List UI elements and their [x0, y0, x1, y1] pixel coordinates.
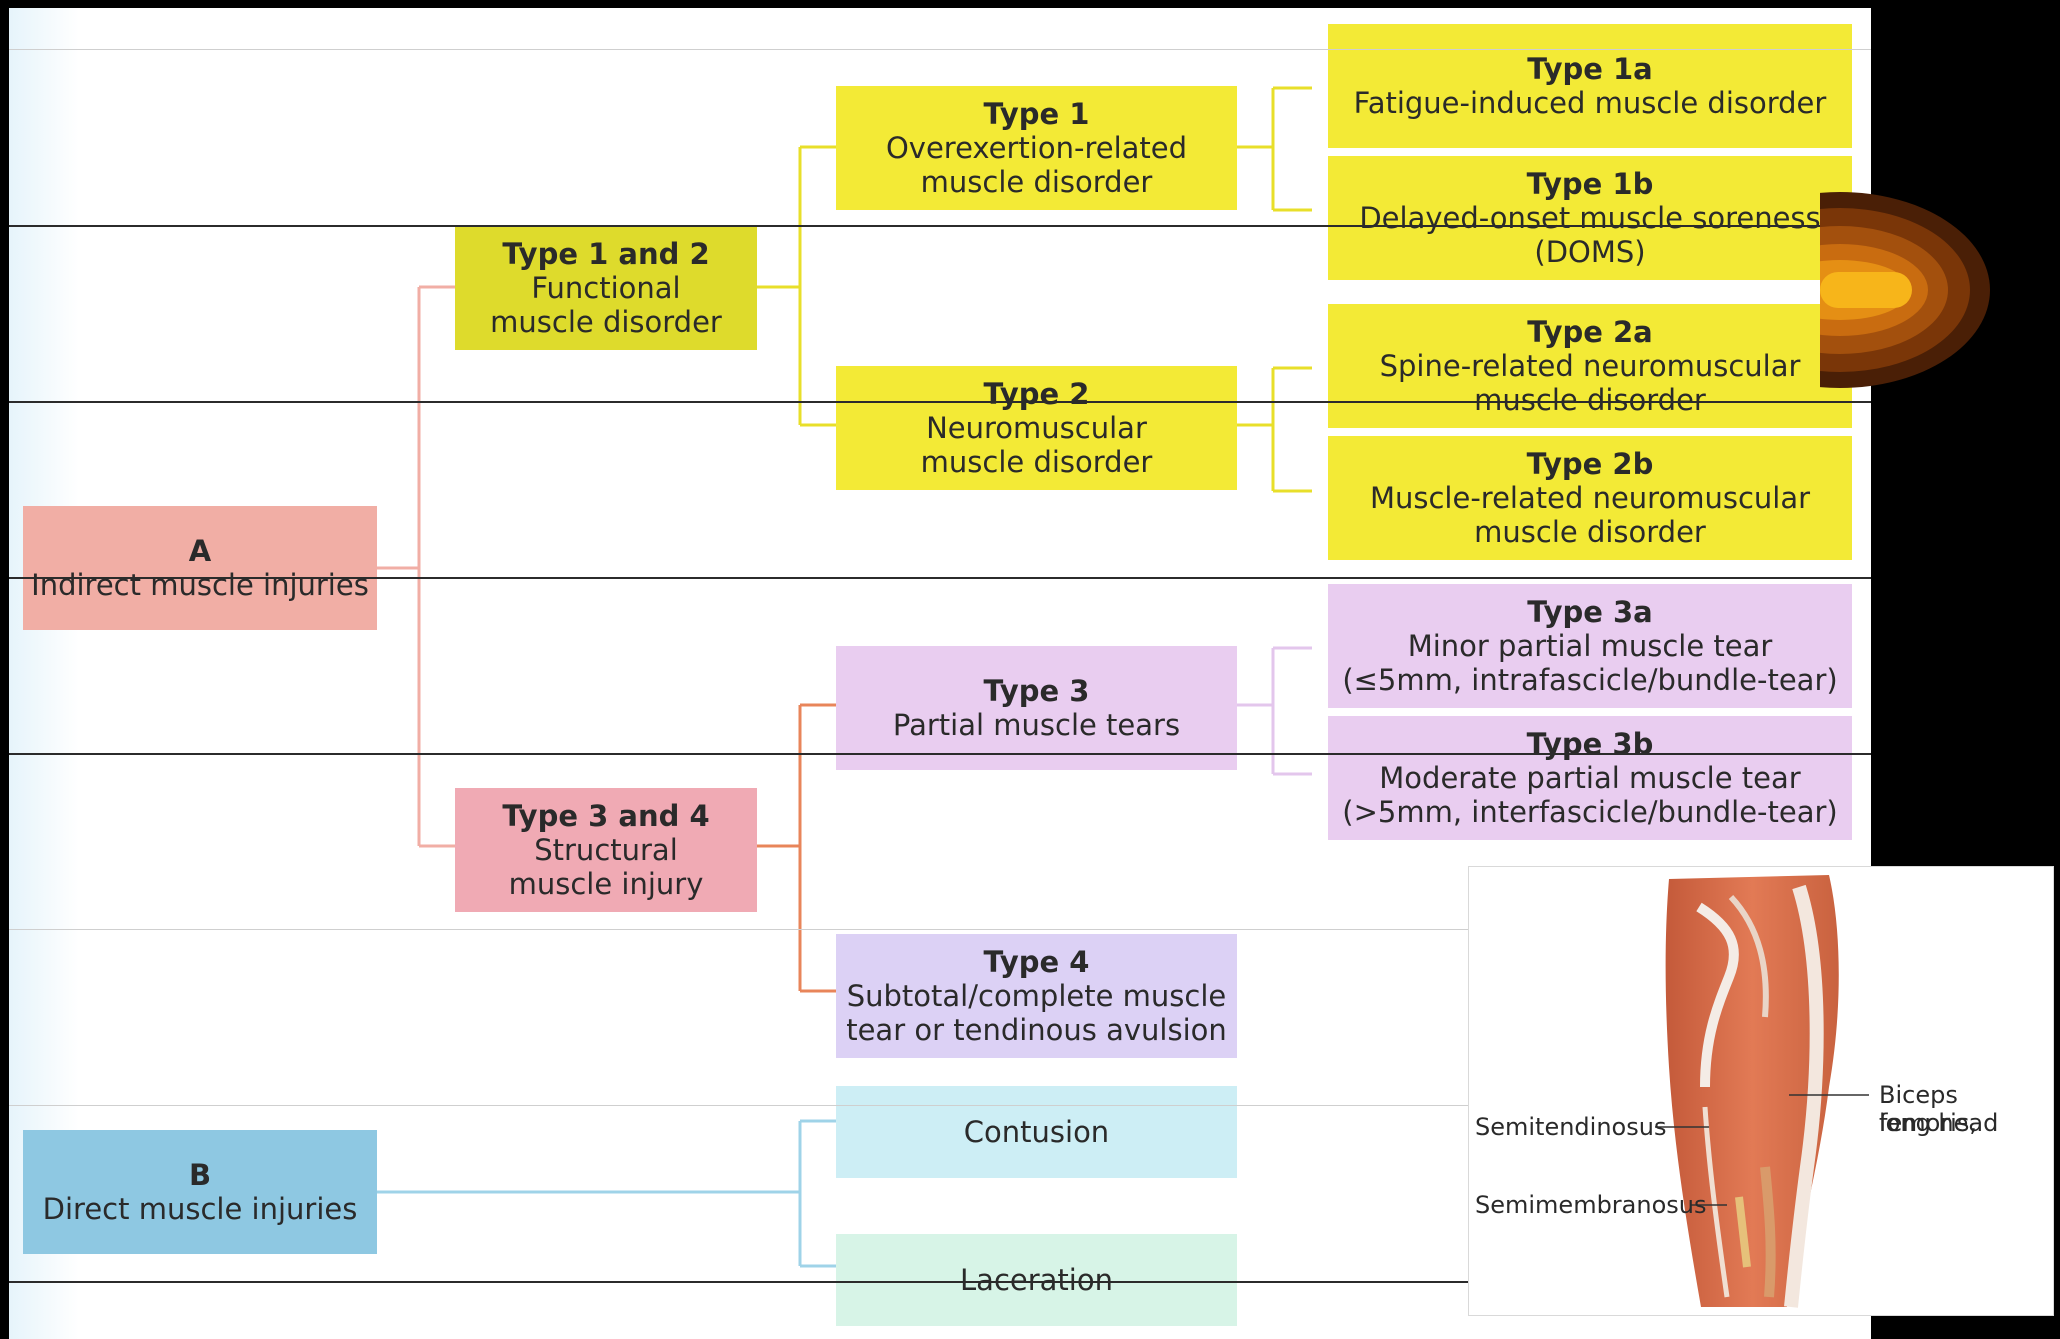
- page-edge-shading: [9, 8, 79, 1339]
- overlay-line-2: [9, 225, 1871, 227]
- type2a-box: Type 2a Spine-related neuromuscular musc…: [1328, 304, 1852, 428]
- type2-box: Type 2 Neuromuscular muscle disorder: [836, 366, 1237, 490]
- contusion-label: Contusion: [963, 1115, 1110, 1149]
- type1-line1: Overexertion-related: [885, 131, 1188, 165]
- laceration-label: Laceration: [960, 1263, 1113, 1297]
- type2b-title: Type 2b: [1526, 447, 1654, 481]
- type12-line1: Functional: [531, 271, 681, 305]
- type1b-line1: Delayed-onset muscle soreness: [1359, 201, 1821, 235]
- type3a-box: Type 3a Minor partial muscle tear (≤5mm,…: [1328, 584, 1852, 708]
- overlay-line-4: [9, 577, 1871, 579]
- type2a-line2: muscle disorder: [1474, 383, 1706, 417]
- overlay-line-5: [9, 753, 1871, 755]
- indirect-injuries-text: Indirect muscle injuries: [31, 568, 369, 602]
- label-biceps-femoris-line1: Biceps femoris,: [1879, 1081, 1977, 1137]
- type1b-title: Type 1b: [1526, 167, 1654, 201]
- connector-type2: [1237, 366, 1312, 493]
- label-semimembranosus: Semimembranosus: [1475, 1191, 1707, 1219]
- type4-title: Type 4: [983, 945, 1090, 979]
- type1a-title: Type 1a: [1527, 52, 1653, 86]
- type2-line1: Neuromuscular: [926, 411, 1147, 445]
- type3a-line1: Minor partial muscle tear: [1407, 629, 1773, 663]
- type3-title: Type 3: [983, 674, 1090, 708]
- overlay-line-1: [9, 49, 1871, 50]
- connector-type1: [1237, 86, 1312, 212]
- connector-b: [377, 1119, 836, 1268]
- connector-a: [377, 285, 455, 848]
- indirect-injuries-box: A Indirect muscle injuries: [23, 506, 377, 630]
- type34-line2: muscle injury: [508, 867, 704, 901]
- type2b-line1: Muscle-related neuromuscular: [1369, 481, 1811, 515]
- type34-box: Type 3 and 4 Structural muscle injury: [455, 788, 757, 912]
- label-semitendinosus: Semitendinosus: [1475, 1113, 1667, 1141]
- type4-box: Type 4 Subtotal/complete muscle tear or …: [836, 934, 1237, 1058]
- type3b-line2: (>5mm, interfascicle/bundle-tear): [1342, 795, 1838, 829]
- type1-title: Type 1: [983, 97, 1090, 131]
- diagram-page: A Indirect muscle injuries B Direct musc…: [9, 8, 1871, 1339]
- type1a-box: Type 1a Fatigue-induced muscle disorder: [1328, 24, 1852, 148]
- overlay-line-3: [9, 401, 1871, 403]
- contusion-box: Contusion: [836, 1086, 1237, 1178]
- type2a-line1: Spine-related neuromuscular: [1379, 349, 1801, 383]
- type34-line1: Structural: [534, 833, 678, 867]
- connector-type34: [757, 703, 836, 993]
- type4-line2: tear or tendinous avulsion: [846, 1013, 1227, 1047]
- laceration-box: Laceration: [836, 1234, 1237, 1326]
- type12-box: Type 1 and 2 Functional muscle disorder: [455, 226, 757, 350]
- type3a-line2: (≤5mm, intrafascicle/bundle-tear): [1342, 663, 1838, 697]
- type3-box: Type 3 Partial muscle tears: [836, 646, 1237, 770]
- type12-line2: muscle disorder: [490, 305, 722, 339]
- type3b-line1: Moderate partial muscle tear: [1379, 761, 1801, 795]
- connector-type3: [1237, 646, 1312, 776]
- type1a-line1: Fatigue-induced muscle disorder: [1353, 86, 1827, 120]
- orange-glow-shape: [1820, 192, 1990, 388]
- direct-injuries-box: B Direct muscle injuries: [23, 1130, 377, 1254]
- connector-lines: [377, 86, 1312, 1268]
- type3-line1: Partial muscle tears: [892, 708, 1181, 742]
- type3b-title: Type 3b: [1526, 727, 1654, 761]
- type12-title: Type 1 and 2: [502, 237, 710, 271]
- type1-line2: muscle disorder: [920, 165, 1153, 199]
- type2b-line2: muscle disorder: [1474, 515, 1706, 549]
- type2a-title: Type 2a: [1527, 315, 1653, 349]
- overlay-line-8: [9, 1281, 1871, 1283]
- type4-line1: Subtotal/complete muscle: [846, 979, 1227, 1013]
- type2-line2: muscle disorder: [920, 445, 1153, 479]
- type2-title: Type 2: [983, 377, 1090, 411]
- type34-title: Type 3 and 4: [502, 799, 710, 833]
- direct-injuries-text: Direct muscle injuries: [42, 1192, 358, 1226]
- label-biceps-femoris-line2: long head: [1879, 1109, 1999, 1137]
- direct-injuries-title: B: [188, 1158, 212, 1192]
- type1-box: Type 1 Overexertion-related muscle disor…: [836, 86, 1237, 210]
- overlay-line-6: [9, 929, 1871, 930]
- type1b-line2: (DOMS): [1534, 235, 1646, 269]
- hamstring-illustration-inset: Semitendinosus Semimembranosus Biceps fe…: [1468, 866, 2054, 1316]
- type1b-box: Type 1b Delayed-onset muscle soreness (D…: [1328, 156, 1852, 280]
- hamstring-muscle-drawing: [1655, 875, 1869, 1308]
- connector-type12: [757, 145, 836, 427]
- type2b-box: Type 2b Muscle-related neuromuscular mus…: [1328, 436, 1852, 560]
- type3a-title: Type 3a: [1527, 595, 1653, 629]
- type3b-box: Type 3b Moderate partial muscle tear (>5…: [1328, 716, 1852, 840]
- overlay-line-7: [9, 1105, 1871, 1106]
- indirect-injuries-title: A: [188, 534, 212, 568]
